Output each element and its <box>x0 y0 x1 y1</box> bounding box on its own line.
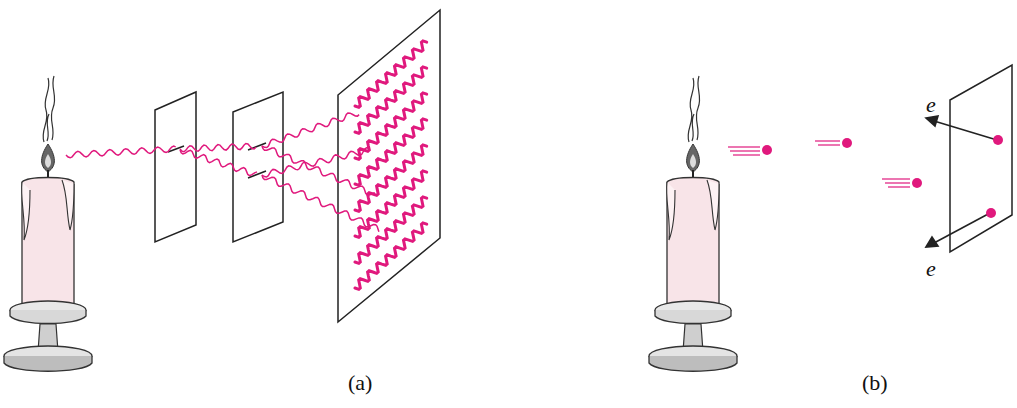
electron-label: e <box>926 94 936 116</box>
wave <box>262 148 369 177</box>
wave <box>262 113 359 148</box>
panel-label: (a) <box>348 372 372 394</box>
wave <box>180 150 257 176</box>
wave <box>66 146 176 158</box>
electron-label: e <box>926 258 936 280</box>
panel-label: (b) <box>862 372 888 394</box>
wave <box>355 223 427 289</box>
